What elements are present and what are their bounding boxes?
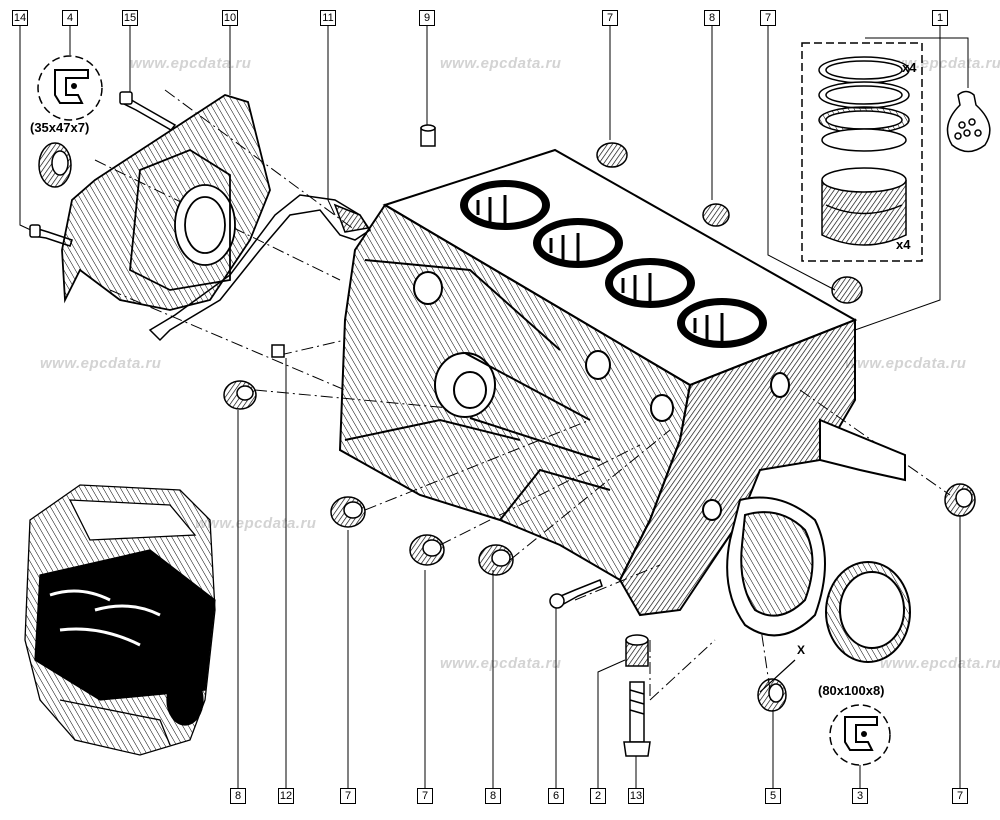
rear-crank-seal	[825, 561, 911, 663]
callout-15[interactable]: 15	[122, 10, 138, 26]
watermark: www.epcdata.ru	[845, 355, 967, 372]
front-cover	[61, 94, 271, 311]
sleeve-bush	[625, 634, 649, 667]
callout-10[interactable]: 10	[222, 10, 238, 26]
bolt	[119, 91, 177, 131]
callout-7[interactable]: 7	[340, 788, 356, 804]
callout-7[interactable]: 7	[952, 788, 968, 804]
section-marker-label: X	[797, 643, 806, 657]
watermark: www.epcdata.ru	[880, 655, 1000, 672]
expansion-plug	[596, 142, 863, 304]
callout-11[interactable]: 11	[320, 10, 336, 26]
leader-lines	[19, 26, 969, 790]
callout-7[interactable]: 7	[602, 10, 618, 26]
callout-2[interactable]: 2	[590, 788, 606, 804]
piston-quantity: x4	[896, 237, 911, 252]
callout-8[interactable]: 8	[485, 788, 501, 804]
seal-profile-icon	[37, 55, 103, 121]
callout-8[interactable]: 8	[230, 788, 246, 804]
watermark: www.epcdata.ru	[440, 55, 562, 72]
cylinder-block	[338, 148, 906, 637]
watermark: www.epcdata.ru	[40, 355, 162, 372]
callout-6[interactable]: 6	[548, 788, 564, 804]
front-crank-seal	[38, 142, 72, 188]
piston-kit-box	[801, 42, 923, 262]
watermark: www.epcdata.ru	[440, 655, 562, 672]
callout-13[interactable]: 13	[628, 788, 644, 804]
callout-5[interactable]: 5	[765, 788, 781, 804]
engine-thumbnail	[24, 484, 216, 756]
bolt	[549, 579, 603, 609]
ring-quantity: x4	[902, 60, 917, 75]
watermark: www.epcdata.ru	[130, 55, 252, 72]
bolt	[29, 224, 73, 247]
bearing-bush	[223, 380, 976, 712]
dowel-pin	[420, 124, 436, 147]
callout-8[interactable]: 8	[704, 10, 720, 26]
callout-12[interactable]: 12	[278, 788, 294, 804]
piston-rings	[818, 56, 910, 152]
seal-profile-icon	[829, 704, 891, 766]
gasket	[148, 194, 372, 342]
callout-7[interactable]: 7	[760, 10, 776, 26]
callout-7[interactable]: 7	[417, 788, 433, 804]
seal-dimensions: (35x47x7)	[30, 120, 90, 135]
dowel-pin	[271, 344, 285, 358]
callout-4[interactable]: 4	[62, 10, 78, 26]
piston	[821, 167, 907, 246]
callout-9[interactable]: 9	[419, 10, 435, 26]
callout-3[interactable]: 3	[852, 788, 868, 804]
section-marker	[759, 659, 796, 693]
bolt	[623, 681, 651, 757]
callout-14[interactable]: 14	[12, 10, 28, 26]
callout-1[interactable]: 1	[932, 10, 948, 26]
seal-dimensions: (80x100x8)	[818, 683, 885, 698]
hardware-pouch-icon	[946, 90, 991, 153]
